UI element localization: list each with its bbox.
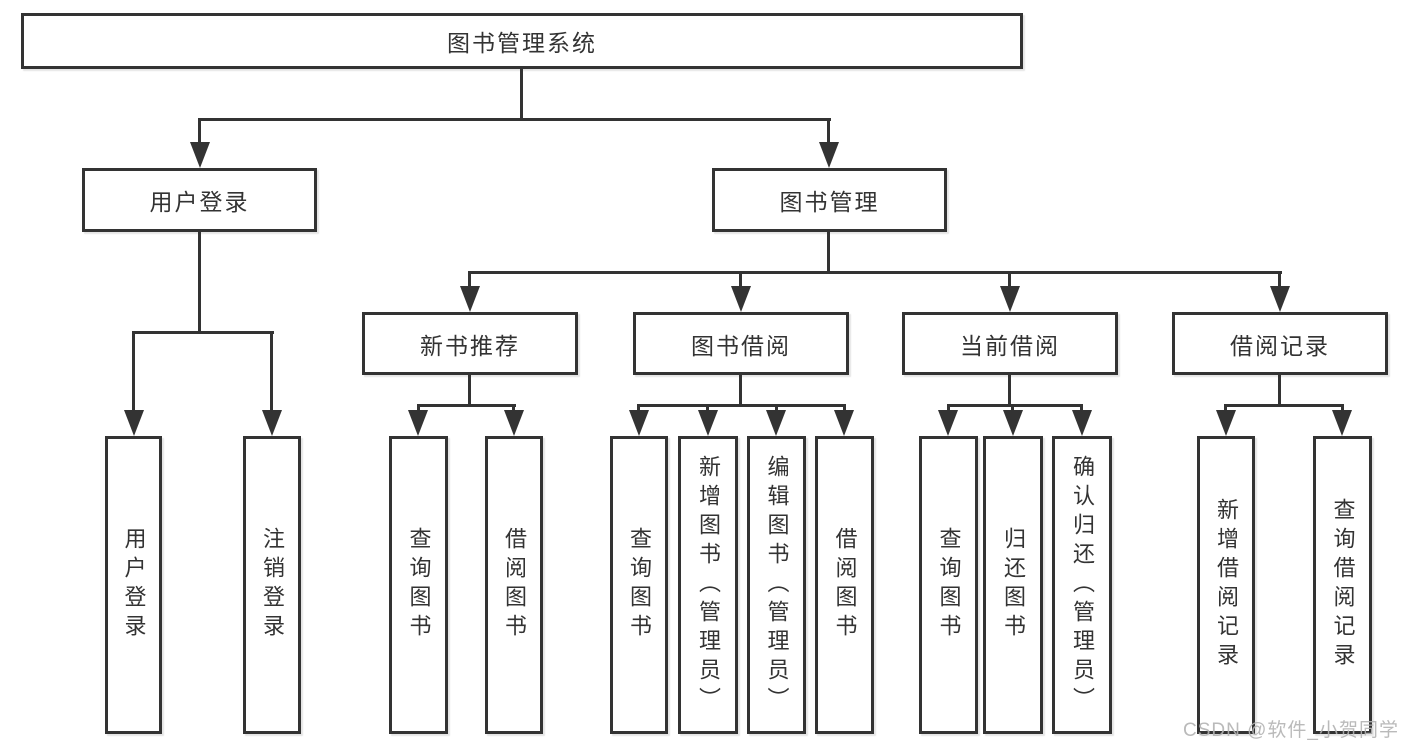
leaf-logout: 注销登录 — [243, 436, 301, 734]
leaf-query-books-borrow: 查询图书 — [610, 436, 668, 734]
connector-user-login-hline — [132, 331, 274, 334]
connector-root-stem — [520, 69, 523, 120]
arrowhead-leaf-logout — [262, 410, 282, 436]
node-new-book-recommend-label: 新书推荐 — [420, 332, 520, 359]
leaf-query-books-current-label: 查询图书 — [936, 527, 962, 643]
connector-borrow-records-drop — [1278, 271, 1281, 288]
connector-leaf-logout-drop — [270, 331, 273, 412]
arrowhead-leaf-add-borrow-record — [1216, 410, 1236, 436]
node-new-book-recommend: 新书推荐 — [362, 312, 578, 375]
leaf-user-login: 用户登录 — [105, 436, 162, 734]
connector-leaf12-drop — [1224, 404, 1227, 414]
leaf-query-books-recommend: 查询图书 — [389, 436, 448, 734]
node-borrow-records: 借阅记录 — [1172, 312, 1388, 375]
arrowhead-leaf-query-books-recommend — [408, 410, 428, 436]
arrowhead-new-book-recommend — [460, 286, 480, 312]
arrowhead-user-login — [190, 142, 210, 168]
leaf-logout-label: 注销登录 — [260, 527, 285, 643]
connector-new-book-drop — [468, 271, 471, 288]
node-current-borrow-label: 当前借阅 — [960, 332, 1060, 359]
arrowhead-current-borrow — [1000, 286, 1020, 312]
connector-level3-hline — [468, 271, 1282, 274]
leaf-add-books-admin-label: 新增图书（管理员） — [696, 454, 721, 716]
leaf-return-books-label: 归还图书 — [1001, 527, 1026, 643]
leaf-query-borrow-record-label: 查询借阅记录 — [1330, 498, 1356, 672]
leaf-confirm-return-admin-label: 确认归还（管理员） — [1070, 454, 1095, 716]
node-root-label: 图书管理系统 — [447, 30, 597, 56]
connector-level2-hline — [199, 118, 831, 121]
connector-current-borrow-drop — [1008, 271, 1011, 288]
connector-current-borrow-hline — [947, 404, 1083, 407]
connector-new-book-hline — [417, 404, 516, 407]
leaf-confirm-return-admin: 确认归还（管理员） — [1052, 436, 1112, 734]
node-book-management-label: 图书管理 — [779, 189, 880, 215]
connector-leaf7-drop — [775, 404, 778, 414]
node-book-management: 图书管理 — [712, 168, 947, 232]
arrowhead-borrow-records — [1270, 286, 1290, 312]
arrowhead-leaf-add-books-admin — [698, 410, 718, 436]
connector-leaf10-drop — [1011, 404, 1014, 414]
connector-borrow-records-stem — [1278, 375, 1281, 406]
arrowhead-book-borrow — [731, 286, 751, 312]
arrowhead-leaf-query-borrow-record — [1332, 410, 1352, 436]
node-book-borrow-label: 图书借阅 — [691, 332, 791, 359]
connector-borrow-records-hline — [1224, 404, 1344, 407]
leaf-borrow-books-recommend-label: 借阅图书 — [502, 527, 527, 643]
connector-leaf4-drop — [512, 404, 515, 414]
leaf-edit-books-admin: 编辑图书（管理员） — [747, 436, 806, 734]
connector-book-borrow-hline — [637, 404, 846, 407]
connector-user-login-drop — [198, 118, 201, 146]
node-user-login-label: 用户登录 — [149, 189, 250, 215]
leaf-add-borrow-record-label: 新增借阅记录 — [1214, 498, 1239, 672]
arrowhead-leaf-query-books-borrow — [629, 410, 649, 436]
connector-leaf9-drop — [947, 404, 950, 414]
connector-leaf8-drop — [843, 404, 846, 414]
connector-current-borrow-stem — [1008, 375, 1011, 406]
connector-book-borrow-stem — [739, 375, 742, 406]
connector-leaf6-drop — [706, 404, 709, 414]
arrowhead-leaf-borrow-books-recommend — [504, 410, 524, 436]
connector-leaf13-drop — [1341, 404, 1344, 414]
arrowhead-leaf-confirm-return-admin — [1072, 410, 1092, 436]
leaf-return-books: 归还图书 — [983, 436, 1043, 734]
arrowhead-leaf-query-books-current — [938, 410, 958, 436]
arrowhead-leaf-user-login — [124, 410, 144, 436]
leaf-query-books-current: 查询图书 — [919, 436, 978, 734]
arrowhead-leaf-edit-books-admin — [766, 410, 786, 436]
leaf-add-books-admin: 新增图书（管理员） — [678, 436, 738, 734]
connector-book-management-stem — [827, 232, 830, 273]
connector-leaf11-drop — [1080, 404, 1083, 414]
csdn-watermark: CSDN @软件_小贺同学 — [1183, 720, 1399, 741]
leaf-edit-books-admin-label: 编辑图书（管理员） — [764, 454, 790, 716]
leaf-query-books-recommend-label: 查询图书 — [406, 527, 432, 643]
arrowhead-leaf-return-books — [1003, 410, 1023, 436]
node-user-login: 用户登录 — [82, 168, 317, 232]
node-book-borrow: 图书借阅 — [633, 312, 849, 375]
connector-leaf3-drop — [417, 404, 420, 414]
connector-new-book-stem — [468, 375, 471, 406]
leaf-borrow-books: 借阅图书 — [815, 436, 874, 734]
leaf-user-login-label: 用户登录 — [121, 527, 147, 643]
connector-leaf5-drop — [637, 404, 640, 414]
connector-book-management-drop — [827, 118, 830, 146]
node-current-borrow: 当前借阅 — [902, 312, 1118, 375]
node-root: 图书管理系统 — [21, 13, 1023, 69]
leaf-query-books-borrow-label: 查询图书 — [627, 527, 652, 643]
leaf-borrow-books-recommend: 借阅图书 — [485, 436, 543, 734]
arrowhead-leaf-borrow-books — [834, 410, 854, 436]
node-borrow-records-label: 借阅记录 — [1230, 332, 1330, 359]
connector-user-login-stem — [198, 232, 201, 333]
leaf-add-borrow-record: 新增借阅记录 — [1197, 436, 1255, 734]
leaf-query-borrow-record: 查询借阅记录 — [1313, 436, 1372, 734]
connector-leaf-user-login-drop — [132, 331, 135, 412]
leaf-borrow-books-label: 借阅图书 — [832, 527, 858, 643]
arrowhead-book-management — [819, 142, 839, 168]
connector-book-borrow-drop — [739, 271, 742, 288]
